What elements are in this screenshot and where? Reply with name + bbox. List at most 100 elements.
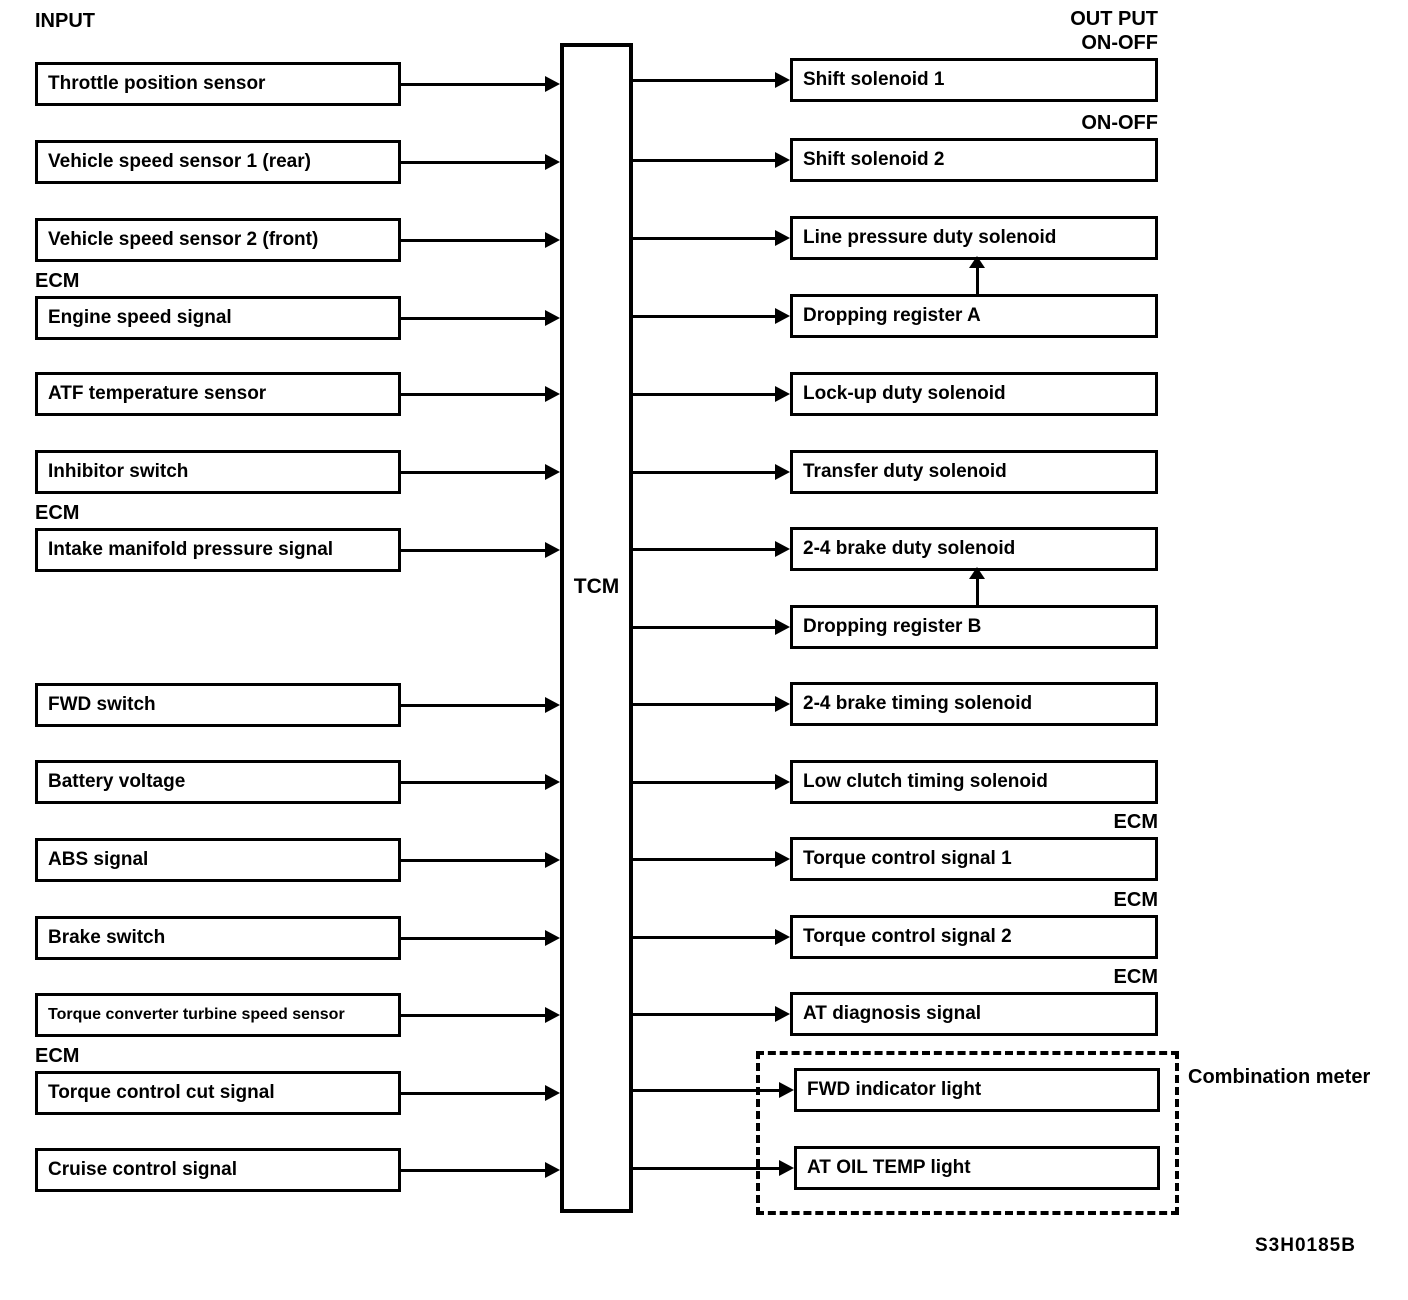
output-column-header: OUT PUT [1070,8,1158,30]
input-box: Intake manifold pressure signal [35,528,401,572]
output-box: Lock-up duty solenoid [790,372,1158,416]
output-box-label: FWD indicator light [807,1079,982,1100]
arrowhead-right-icon [775,696,790,712]
arrowhead-right-icon [775,619,790,635]
combination-meter-group-box [756,1051,1179,1215]
arrowhead-right-icon [775,851,790,867]
connector-line [401,703,547,707]
connector-line [401,238,547,242]
connector-line [633,935,777,939]
connector-line [633,1012,777,1016]
output-box-label: AT OIL TEMP light [807,1157,971,1178]
connector-line [633,1088,781,1092]
connector-line [401,316,547,320]
input-box-label: Battery voltage [48,771,186,792]
output-box: 2-4 brake timing solenoid [790,682,1158,726]
input-box-label: ATF temperature sensor [48,383,267,404]
connector-line [633,78,777,82]
output-box: 2-4 brake duty solenoid [790,527,1158,571]
output-box-label: Low clutch timing solenoid [803,771,1048,792]
output-box-label: Torque control signal 2 [803,926,1012,947]
ecm-tag: ECM [35,502,80,524]
connector-line [633,314,777,318]
connector-line [401,936,547,940]
output-box: Torque control signal 2 [790,915,1158,959]
output-box: Shift solenoid 2 [790,138,1158,182]
input-box: Torque control cut signal [35,1071,401,1115]
arrowhead-right-icon [775,774,790,790]
arrowhead-right-icon [545,1007,560,1023]
combination-meter-label: Combination meter [1188,1066,1371,1088]
connector-line [633,547,777,551]
output-box-label: Dropping register A [803,305,981,326]
on-off-tag: ON-OFF [1081,112,1158,134]
connector-line [401,1091,547,1095]
connector-line [633,470,777,474]
input-box: Throttle position sensor [35,62,401,106]
arrowhead-right-icon [545,542,560,558]
arrowhead-right-icon [779,1160,794,1176]
ecm-tag: ECM [35,1045,80,1067]
connector-line [633,625,777,629]
arrowhead-right-icon [779,1082,794,1098]
input-box: Torque converter turbine speed sensor [35,993,401,1037]
output-box-label: Transfer duty solenoid [803,461,1007,482]
input-box: ATF temperature sensor [35,372,401,416]
input-box-label: Throttle position sensor [48,73,266,94]
arrowhead-right-icon [545,76,560,92]
connector-line [633,1166,781,1170]
connector-line [633,158,777,162]
arrowhead-right-icon [545,464,560,480]
output-box-label: Shift solenoid 2 [803,149,945,170]
arrowhead-right-icon [545,1085,560,1101]
arrowhead-right-icon [545,930,560,946]
output-box: Low clutch timing solenoid [790,760,1158,804]
arrowhead-right-icon [775,541,790,557]
output-box: AT diagnosis signal [790,992,1158,1036]
input-box: Battery voltage [35,760,401,804]
connector-line [401,1168,547,1172]
on-off-tag: ON-OFF [1081,32,1158,54]
input-box-label: Intake manifold pressure signal [48,539,334,560]
input-box-label: Cruise control signal [48,1159,237,1180]
output-box: FWD indicator light [794,1068,1160,1112]
arrowhead-right-icon [545,386,560,402]
input-box-label: Engine speed signal [48,307,232,328]
arrowhead-up-icon [969,567,985,579]
output-box: Torque control signal 1 [790,837,1158,881]
arrowhead-right-icon [775,464,790,480]
input-box: FWD switch [35,683,401,727]
arrowhead-right-icon [545,232,560,248]
arrowhead-right-icon [545,697,560,713]
arrowhead-right-icon [775,72,790,88]
output-box: Dropping register A [790,294,1158,338]
tcm-label: TCM [573,575,620,598]
input-box: Engine speed signal [35,296,401,340]
output-box-label: Torque control signal 1 [803,848,1012,869]
output-box-label: AT diagnosis signal [803,1003,982,1024]
connector-line [401,160,547,164]
output-box: Line pressure duty solenoid [790,216,1158,260]
output-box-label: 2-4 brake timing solenoid [803,693,1033,714]
output-box: Dropping register B [790,605,1158,649]
connector-line-vertical [975,268,979,294]
output-box-label: Lock-up duty solenoid [803,383,1006,404]
output-box-label: 2-4 brake duty solenoid [803,538,1016,559]
tcm-box [560,43,633,1213]
input-box: Cruise control signal [35,1148,401,1192]
input-box-label: Vehicle speed sensor 1 (rear) [48,151,311,172]
connector-line [401,470,547,474]
output-box: AT OIL TEMP light [794,1146,1160,1190]
output-box: Shift solenoid 1 [790,58,1158,102]
arrowhead-right-icon [545,310,560,326]
input-box: Inhibitor switch [35,450,401,494]
connector-line [633,236,777,240]
ecm-tag: ECM [1113,966,1158,988]
figure-code: S3H0185B [1255,1235,1356,1256]
output-box-label: Dropping register B [803,616,982,637]
input-column-header: INPUT [35,10,95,32]
arrowhead-up-icon [969,256,985,268]
input-box-label: Inhibitor switch [48,461,189,482]
connector-line [633,780,777,784]
